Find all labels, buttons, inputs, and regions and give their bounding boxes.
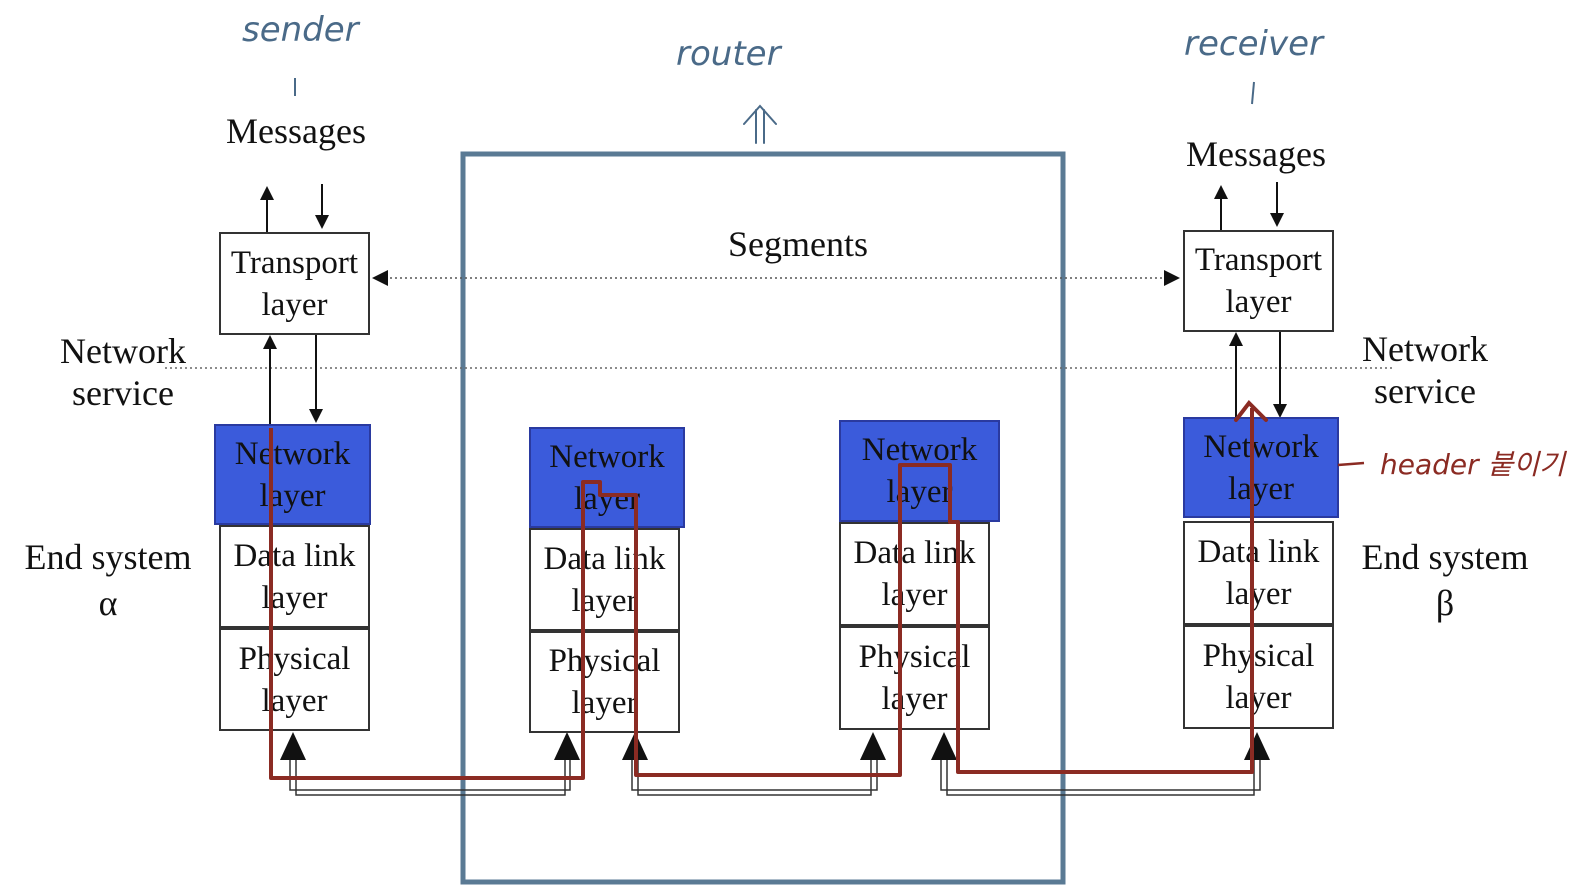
data-link-layer-router2: Data link layer <box>839 522 990 626</box>
transport-layer-right-line1: Transport <box>1194 242 1323 278</box>
network-layer-router2-line2: layer <box>886 474 953 510</box>
msg-up-arrow-right <box>1214 185 1228 199</box>
transport-layer-left-line1: Transport <box>230 244 359 281</box>
physical-layer-router2: Physical layer <box>839 626 990 730</box>
data-link-layer-left-line1: Data link <box>233 537 356 574</box>
network-layer-router1-line1: Network <box>549 438 665 475</box>
data-link-layer-router1-line1: Data link <box>543 540 666 577</box>
segments-arrow-left <box>372 270 388 286</box>
data-link-layer-right-line1: Data link <box>1197 534 1320 570</box>
physical-layer-router2-line1: Physical <box>858 639 971 675</box>
network-layer-right: Network layer <box>1183 417 1339 518</box>
physical-layer-router1-line2: layer <box>571 685 638 721</box>
physical-layer-right-line2: layer <box>1225 680 1292 716</box>
net-up-arrow-left <box>263 335 277 349</box>
link3-arrow-b <box>1244 732 1270 760</box>
network-service-right: Network service <box>1350 328 1500 412</box>
link2-arrow-b <box>860 732 886 760</box>
network-layer-left: Network layer <box>214 424 371 525</box>
transport-layer-left: Transport layer <box>219 232 370 335</box>
network-layer-right-line1: Network <box>1203 428 1319 465</box>
data-link-layer-router1: Data link layer <box>529 528 680 631</box>
msg-up-arrow-left <box>260 186 274 200</box>
network-service-left-line2: service <box>72 373 174 413</box>
data-link-layer-left-line2: layer <box>261 579 328 616</box>
link2-arrow-a <box>622 732 648 760</box>
network-layer-left-line1: Network <box>234 435 351 472</box>
data-link-layer-right: Data link layer <box>1183 521 1334 625</box>
msg-down-arrow-right <box>1270 213 1284 227</box>
data-link-layer-router2-line2: layer <box>881 577 948 613</box>
msg-down-arrow-left <box>315 215 329 229</box>
header-annotation: header 붙이기 <box>1380 448 1565 481</box>
data-link-layer-left: Data link layer <box>219 525 370 628</box>
network-service-left-line1: Network <box>60 331 186 371</box>
physical-layer-right-line1: Physical <box>1202 638 1315 674</box>
end-system-beta-line1: End system <box>1361 537 1529 577</box>
physical-link-3 <box>940 758 1261 796</box>
physical-layer-router1: Physical layer <box>529 631 680 733</box>
physical-layer-router1-line1: Physical <box>548 643 661 679</box>
physical-layer-left: Physical layer <box>219 628 370 731</box>
data-link-layer-right-line2: layer <box>1225 576 1292 612</box>
network-layer-left-line2: layer <box>259 477 326 514</box>
link1-arrow-b <box>554 732 580 760</box>
messages-label-left: Messages <box>226 111 366 151</box>
end-system-beta-line2: β <box>1435 583 1455 623</box>
network-layer-router1-line2: layer <box>574 480 640 517</box>
link3-arrow-a <box>931 732 957 760</box>
segments-arrow-right <box>1164 270 1180 286</box>
network-layer-router2-line1: Network <box>861 432 978 468</box>
physical-layer-router2-line2: layer <box>881 681 948 717</box>
messages-label-right: Messages <box>1186 134 1326 174</box>
network-layer-right-line2: layer <box>1228 470 1294 507</box>
physical-link-1 <box>289 758 571 796</box>
transport-layer-left-line2: layer <box>261 286 328 323</box>
net-down-arrow-left <box>309 409 323 423</box>
physical-layer-right: Physical layer <box>1183 625 1334 729</box>
transport-layer-right: Transport layer <box>1183 230 1334 332</box>
end-system-beta: End system β <box>1345 534 1545 626</box>
network-layer-router2: Network layer <box>839 420 1000 522</box>
receiver-annotation: receiver <box>1184 24 1323 64</box>
physical-link-2 <box>631 758 878 796</box>
data-link-layer-router1-line2: layer <box>571 582 638 619</box>
sender-annotation: sender <box>242 10 359 50</box>
network-service-right-line1: Network <box>1362 329 1488 369</box>
link1-arrow-a <box>280 732 306 760</box>
end-system-alpha: End system α <box>8 534 208 626</box>
network-service-left: Network service <box>48 330 198 414</box>
network-service-right-line2: service <box>1374 371 1476 411</box>
physical-layer-left-line1: Physical <box>238 640 351 677</box>
segments-label: Segments <box>728 224 868 264</box>
end-system-alpha-line1: End system <box>24 537 192 577</box>
router-annotation: router <box>676 34 781 74</box>
data-link-layer-router2-line1: Data link <box>853 535 976 571</box>
end-system-alpha-line2: α <box>98 583 118 623</box>
physical-layer-left-line2: layer <box>261 682 328 719</box>
network-layer-router1: Network layer <box>529 427 685 528</box>
net-up-arrow-right <box>1229 332 1243 346</box>
transport-layer-right-line2: layer <box>1225 284 1292 320</box>
net-down-arrow-right <box>1273 404 1287 418</box>
